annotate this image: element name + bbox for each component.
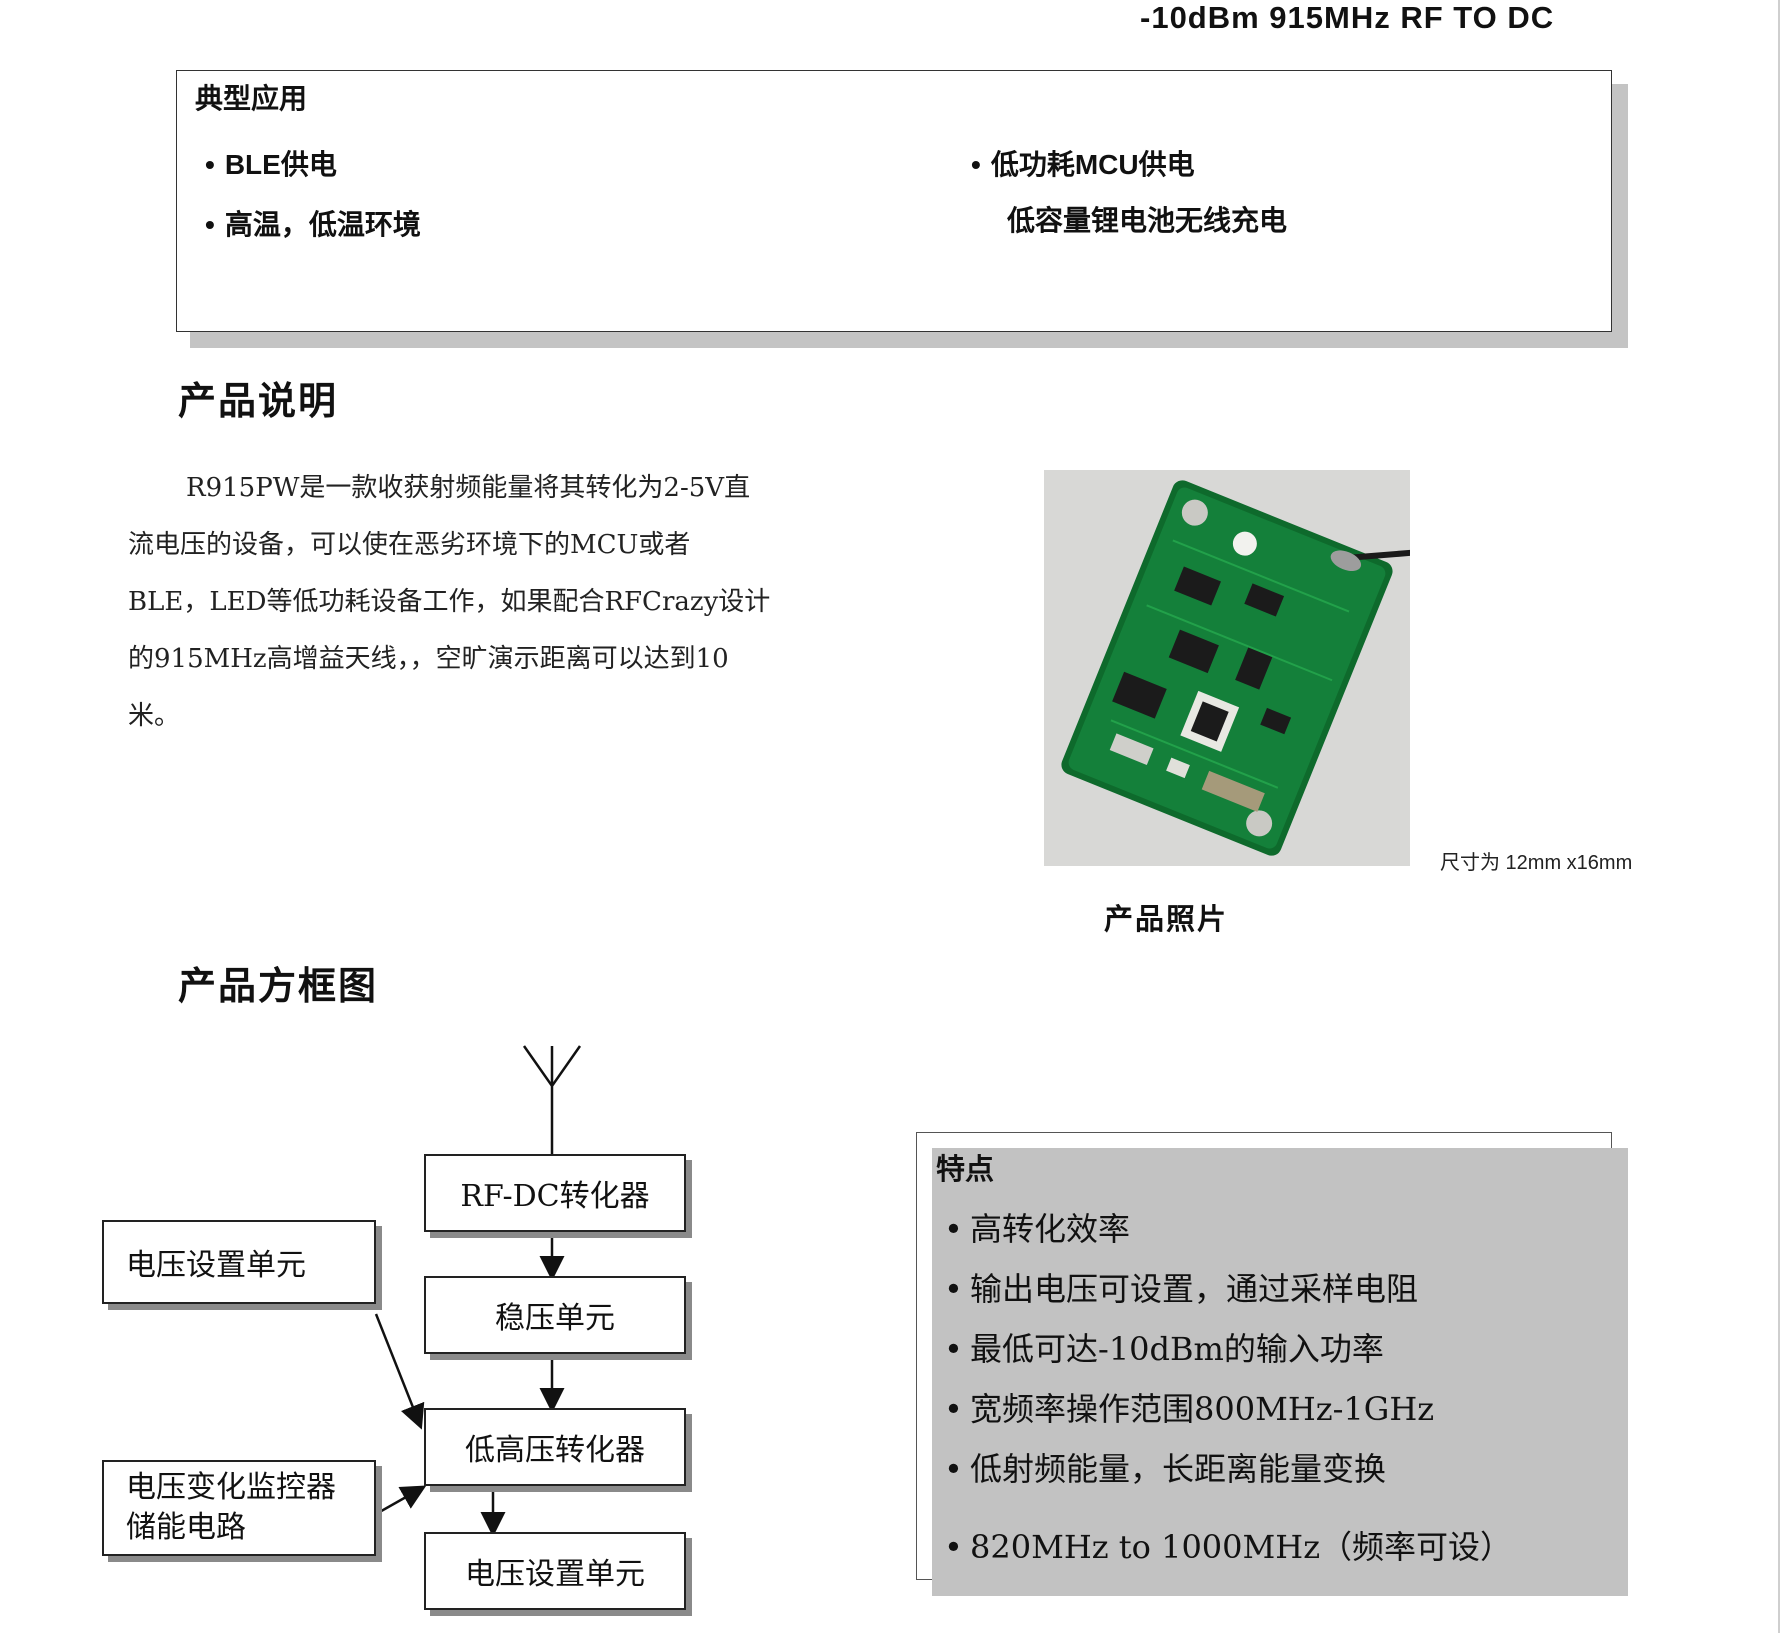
monitor-label: 电压变化监控器 [126, 1470, 336, 1505]
antenna-icon [522, 1045, 582, 1158]
bullet-icon: • [944, 1528, 963, 1566]
description-line: 的915MHz高增益天线，，空旷演示距离可以达到10 [128, 644, 729, 674]
bullet-icon: • [205, 209, 215, 240]
photo-size-note: 尺寸为 12mm x16mm [1440, 852, 1633, 874]
application-item: •低功耗MCU供电 [971, 149, 1195, 180]
monitor-storage-block: 电压变化监控器 储能电路 [102, 1460, 376, 1556]
application-item: 低容量锂电池无线充电 [1007, 205, 1288, 236]
applications-box: 典型应用 •BLE供电 •高温，低温环境 •低功耗MCU供电 低容量锂电池无线充… [176, 70, 1612, 332]
block-diagram-title: 产品方框图 [178, 963, 379, 1008]
features-title: 特点 [936, 1152, 995, 1186]
product-photo [1044, 470, 1410, 866]
application-item: •高温，低温环境 [205, 209, 421, 240]
description-line: 米。 [128, 701, 181, 731]
applications-title: 典型应用 [195, 82, 308, 115]
page-edge-divider [1778, 0, 1780, 1633]
voltage-setting-block: 电压设置单元 [102, 1220, 376, 1304]
bullet-icon: • [944, 1450, 963, 1488]
storage-label: 储能电路 [126, 1510, 246, 1545]
description-line: BLE，LED等低功耗设备工作，如果配合RFCrazy设计 [128, 587, 771, 617]
output-voltage-setting-block: 电压设置单元 [424, 1532, 686, 1610]
feature-item: •宽频率操作范围800MHz-1GHz [944, 1390, 1435, 1428]
boost-converter-block: 低高压转化器 [424, 1408, 686, 1486]
feature-item: •低射频能量，长距离能量变换 [944, 1450, 1387, 1488]
bullet-icon: • [944, 1210, 963, 1248]
bullet-icon: • [205, 149, 215, 180]
description-line: 流电压的设备，可以使在恶劣环境下的MCU或者 [128, 530, 691, 560]
features-box [932, 1148, 1628, 1596]
regulator-block: 稳压单元 [424, 1276, 686, 1354]
bullet-icon: • [971, 149, 981, 180]
rf-dc-converter-block: RF-DC转化器 [424, 1154, 686, 1232]
feature-item: •输出电压可设置，通过采样电阻 [944, 1270, 1419, 1308]
datasheet-header-title: -10dBm 915MHz RF TO DC [1140, 0, 1555, 35]
block-diagram: RF-DC转化器 稳压单元 低高压转化器 电压设置单元 电压设置单元 电压变化监… [0, 1030, 760, 1633]
feature-item: •高转化效率 [944, 1210, 1131, 1248]
application-item: •BLE供电 [205, 149, 337, 180]
pcb-illustration [1044, 470, 1410, 866]
bullet-icon: • [944, 1270, 963, 1308]
photo-caption: 产品照片 [1104, 902, 1229, 936]
bullet-icon: • [944, 1390, 963, 1428]
feature-item: •最低可达-10dBm的输入功率 [944, 1330, 1384, 1368]
feature-item: •820MHz to 1000MHz（频率可设） [944, 1528, 1513, 1566]
diagram-connectors [374, 1045, 582, 1537]
description-text: R915PW是一款收获射频能量将其转化为2-5V直 流电压的设备，可以使在恶劣环… [128, 460, 808, 745]
bullet-icon: • [944, 1330, 963, 1368]
description-line: R915PW是一款收获射频能量将其转化为2-5V直 [186, 473, 751, 503]
description-title: 产品说明 [178, 378, 339, 423]
